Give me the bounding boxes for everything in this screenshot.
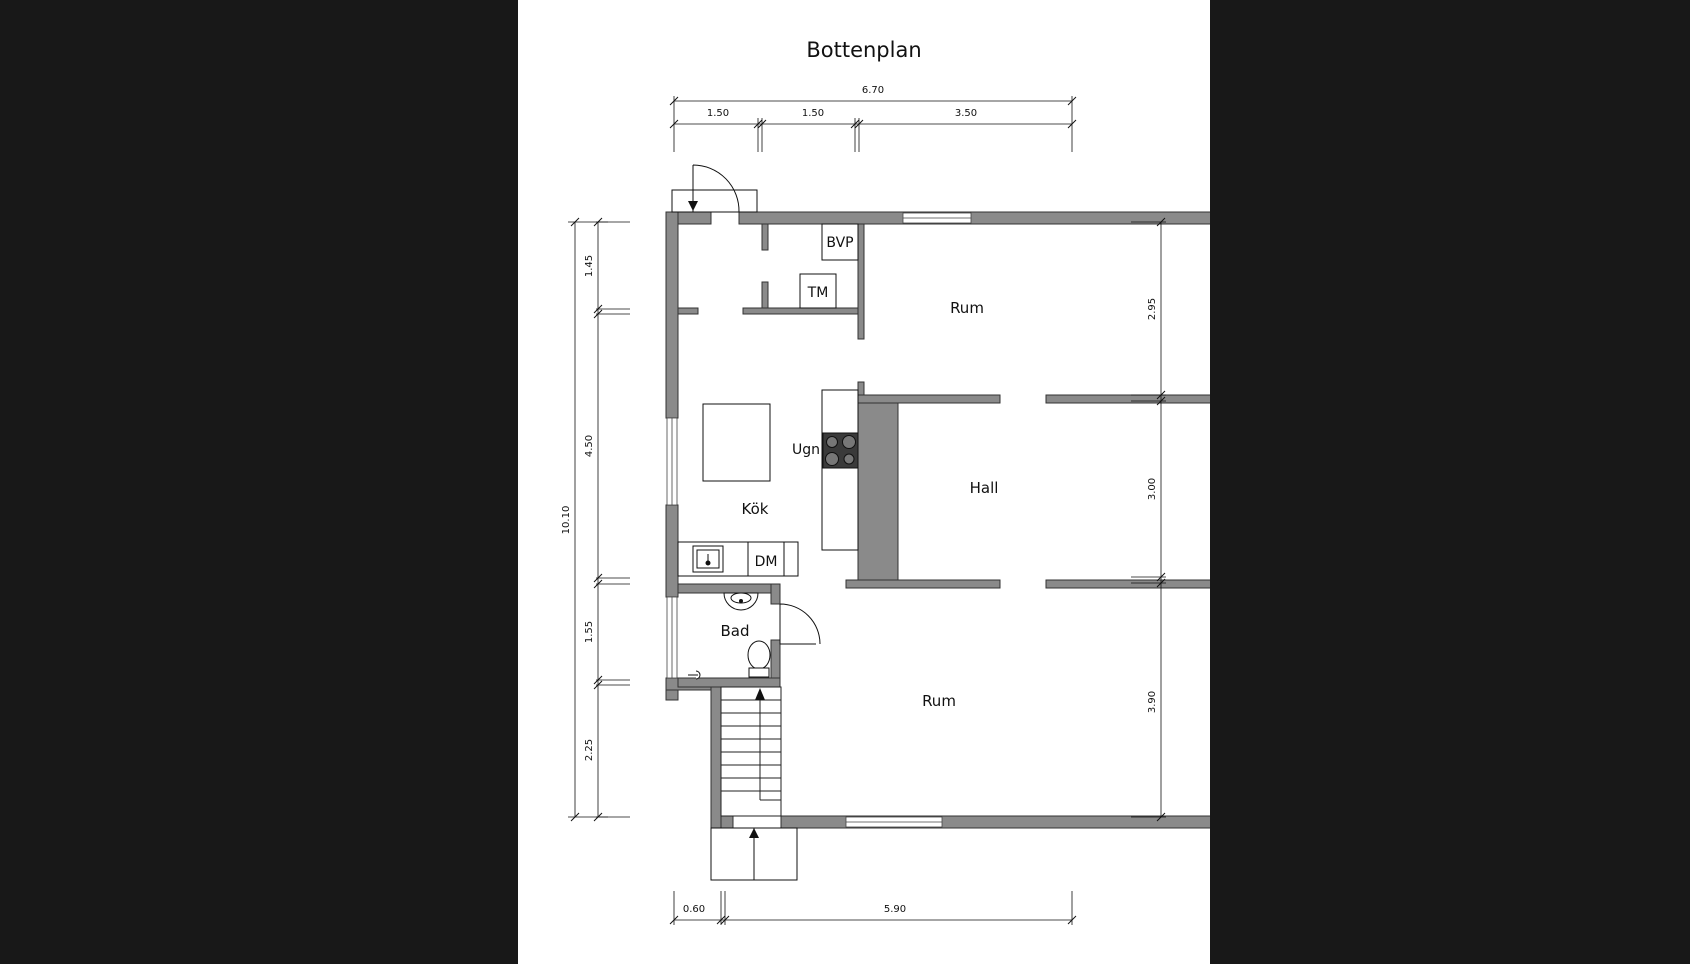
kitchen-counter (821, 389, 859, 551)
wall-bottom-right (780, 815, 1210, 829)
fixture-tm-box (799, 273, 837, 309)
wall-bad-right-upper (770, 583, 781, 605)
room-label-bad: Bad (720, 622, 749, 640)
wall-kitchen-hall (857, 394, 899, 589)
dim-right-segment-1: 2.95 (1147, 298, 1158, 320)
wall-left-upper (665, 211, 679, 419)
fixture-label-dm: DM (755, 554, 778, 570)
wall-top-right (738, 211, 1210, 225)
entry-step-top (671, 189, 758, 213)
wall-stair-left (710, 677, 722, 829)
wall-rum-divider (857, 223, 865, 340)
fixtures (677, 223, 859, 577)
wall-hall-bottom (845, 579, 1001, 589)
room-label-rum-lower: Rum (922, 692, 956, 710)
wall-corridor (742, 307, 859, 315)
wall-left-mid (665, 504, 679, 598)
fixture-label-ugn: Ugn (792, 442, 820, 458)
dim-top-segment-3: 3.50 (955, 108, 977, 119)
dim-left-segment-1: 1.45 (584, 255, 595, 277)
wall-divider-stub (857, 381, 865, 396)
walls (665, 211, 1210, 829)
fixture-bvp-box (821, 223, 859, 261)
wall-left-stub (677, 307, 699, 315)
arrow-entry-bottom (749, 828, 759, 838)
stove (822, 432, 859, 469)
dim-left-segment-3: 1.55 (584, 621, 595, 643)
wall-hall-bottom-right (1045, 579, 1210, 589)
room-label-kok: Kök (742, 500, 769, 518)
dim-right-segment-2: 3.00 (1147, 478, 1158, 500)
doors (671, 164, 821, 881)
windows (666, 212, 972, 828)
dim-bottom-segment-2: 5.90 (884, 904, 906, 915)
wall-hall-top (857, 394, 1001, 404)
dim-top-total: 6.70 (862, 85, 884, 96)
dim-top-segment-1: 1.50 (707, 108, 729, 119)
dim-right-segment-3: 3.90 (1147, 691, 1158, 713)
wall-left-lower (665, 689, 679, 701)
wall-entry-top (761, 223, 769, 251)
wall-bad-top (677, 583, 781, 594)
bathroom-fixtures (688, 592, 771, 680)
direction-arrows (688, 201, 765, 838)
dim-top-segment-2: 1.50 (802, 108, 824, 119)
dimension-ticks (570, 96, 1166, 925)
room-label-hall: Hall (970, 479, 999, 497)
fixture-label-bvp: BVP (826, 235, 853, 251)
shower-tap (688, 670, 701, 680)
fixture-label-tm: TM (807, 285, 829, 301)
toilet (747, 640, 771, 670)
dim-left-segment-4: 2.25 (584, 739, 595, 761)
dim-left-segment-2: 4.50 (584, 435, 595, 457)
plan-title: Bottenplan (806, 38, 922, 62)
staircase (720, 686, 782, 817)
wall-hall-top-right (1045, 394, 1210, 404)
kitchen-island (702, 403, 771, 482)
dim-left-total: 10.10 (561, 506, 572, 535)
dim-bottom-segment-1: 0.60 (683, 904, 705, 915)
floor-plan-drawing: 6.70 1.50 1.50 3.50 10.10 1.45 4.50 1.55… (561, 85, 1210, 925)
bad-door-swing (779, 603, 821, 645)
floor-plan-sheet: Bottenplan (518, 0, 1210, 964)
room-label-rum-upper: Rum (950, 299, 984, 317)
arrow-stair-up (755, 688, 765, 700)
wall-bad-bottom (677, 677, 781, 688)
arrow-entry-top (688, 201, 698, 211)
